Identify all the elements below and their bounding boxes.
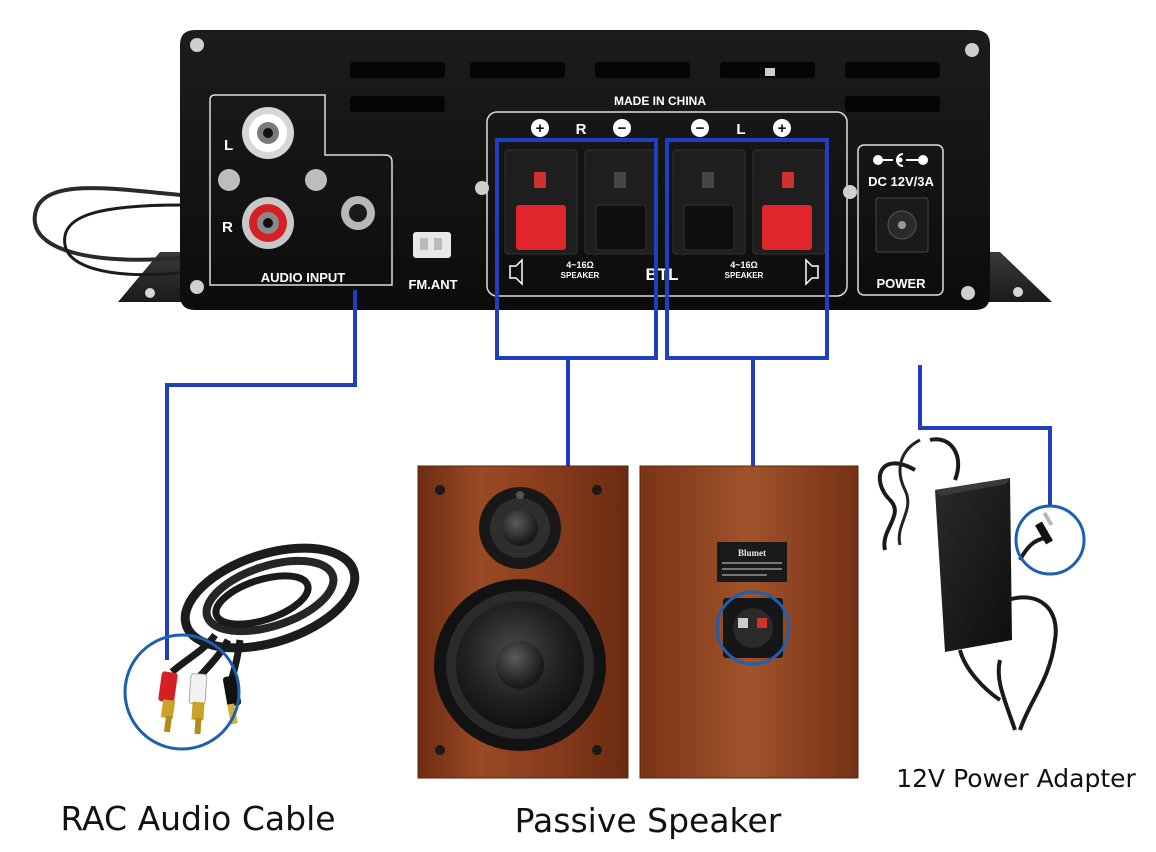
terminal-left-label: L — [736, 121, 745, 138]
screw-icon — [190, 280, 204, 294]
polarity-markers: + R − − L + — [531, 119, 791, 138]
svg-text:4~16Ω: 4~16Ω — [566, 260, 594, 270]
speaker-spec-left: 4~16Ω SPEAKER — [725, 258, 819, 286]
svg-text:−: − — [696, 120, 705, 137]
screw-icon — [305, 169, 327, 191]
svg-text:SPEAKER: SPEAKER — [561, 271, 600, 280]
callout-circle-cable — [123, 633, 241, 751]
rca-jack-icon — [242, 197, 294, 249]
connector-audio-cable — [165, 290, 357, 660]
dc-rating-label: DC 12V/3A — [868, 174, 934, 189]
connector-power-adapter — [918, 365, 1052, 505]
screw-icon — [592, 745, 602, 755]
btl-label: BTL — [645, 265, 678, 284]
audio-input-label: AUDIO INPUT — [261, 270, 346, 285]
caption-adapter: 12V Power Adapter — [896, 764, 1136, 793]
audio-input-frame — [209, 94, 393, 286]
spring-terminals — [504, 149, 826, 255]
vent-slots — [350, 62, 940, 112]
screw-icon — [145, 288, 155, 298]
svg-text:4~16Ω: 4~16Ω — [730, 260, 758, 270]
caption-speaker: Passive Speaker — [515, 801, 782, 840]
screw-icon — [218, 169, 240, 191]
power-frame — [857, 144, 944, 296]
svg-text:+: + — [536, 120, 545, 137]
screw-icon — [843, 185, 857, 199]
dc-jack-icon — [875, 197, 929, 253]
dc-polarity-icon — [873, 153, 928, 167]
screw-icon — [190, 38, 204, 52]
screw-icon — [961, 286, 975, 300]
power-adapter — [877, 437, 1058, 731]
screw-icon — [475, 181, 489, 195]
made-in-label: MADE IN CHINA — [614, 94, 706, 108]
speaker-brand: Blumet — [738, 548, 766, 558]
adapter-brick — [935, 478, 1012, 652]
channel-right-label: R — [222, 219, 233, 236]
svg-text:−: − — [618, 120, 627, 137]
screw-icon — [1013, 287, 1023, 297]
highlight-right-terminals — [495, 138, 658, 360]
screw-icon — [965, 43, 979, 57]
channel-left-label: L — [224, 137, 233, 154]
amplifier: L R AUDIO INPUT FM.ANT MADE IN — [32, 30, 1052, 310]
screw-icon — [435, 745, 445, 755]
highlight-left-terminals — [665, 138, 829, 360]
audio-wire — [63, 203, 201, 277]
power-label: POWER — [876, 276, 926, 291]
callout-circle-speaker-terminal — [715, 590, 791, 666]
adapter-cord — [877, 461, 916, 551]
svg-text:+: + — [778, 120, 787, 137]
rca-audio-cable — [158, 543, 360, 735]
callout-circle-dc-plug — [1014, 504, 1086, 576]
passive-speaker-back: Blumet — [639, 465, 859, 779]
rca-jack-icon — [242, 107, 294, 159]
caption-cable: RAC Audio Cable — [60, 799, 335, 838]
screw-icon — [435, 485, 445, 495]
passive-speaker-front — [417, 465, 629, 779]
screw-icon — [592, 485, 602, 495]
fm-ant-label: FM.ANT — [408, 277, 457, 292]
terminal-right-label: R — [576, 121, 587, 138]
svg-text:SPEAKER: SPEAKER — [725, 271, 764, 280]
speaker-icon — [509, 258, 523, 286]
speaker-spec-right: 4~16Ω SPEAKER — [509, 258, 600, 286]
speaker-icon — [805, 258, 819, 286]
fm-antenna-connector — [413, 232, 451, 258]
aux-jack-icon — [341, 196, 375, 230]
